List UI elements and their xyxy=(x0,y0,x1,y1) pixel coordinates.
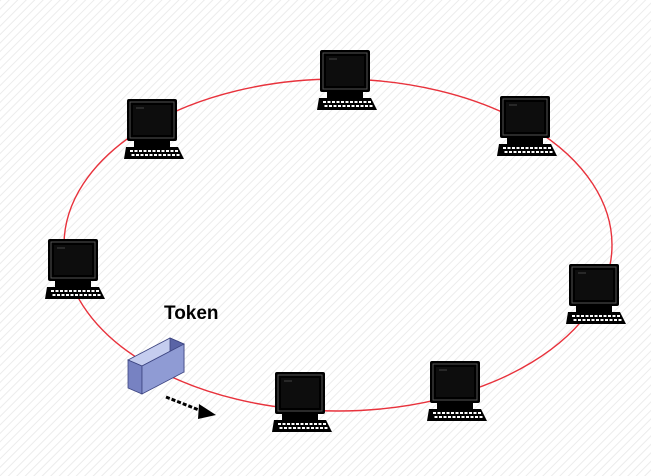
token-front-face xyxy=(127,359,143,395)
token-label: Token xyxy=(164,303,219,324)
direction-arrow-icon xyxy=(165,395,216,419)
computer-node-1 xyxy=(317,50,377,110)
token-block xyxy=(127,337,185,395)
computer-node-6 xyxy=(272,372,332,432)
computer-node-4 xyxy=(45,239,105,299)
computer-node-2 xyxy=(124,99,184,159)
computer-node-3 xyxy=(497,96,557,156)
token-main-face xyxy=(141,343,185,395)
computer-node-5 xyxy=(566,264,626,324)
computer-node-7 xyxy=(427,361,487,421)
computer-nodes xyxy=(45,50,626,432)
